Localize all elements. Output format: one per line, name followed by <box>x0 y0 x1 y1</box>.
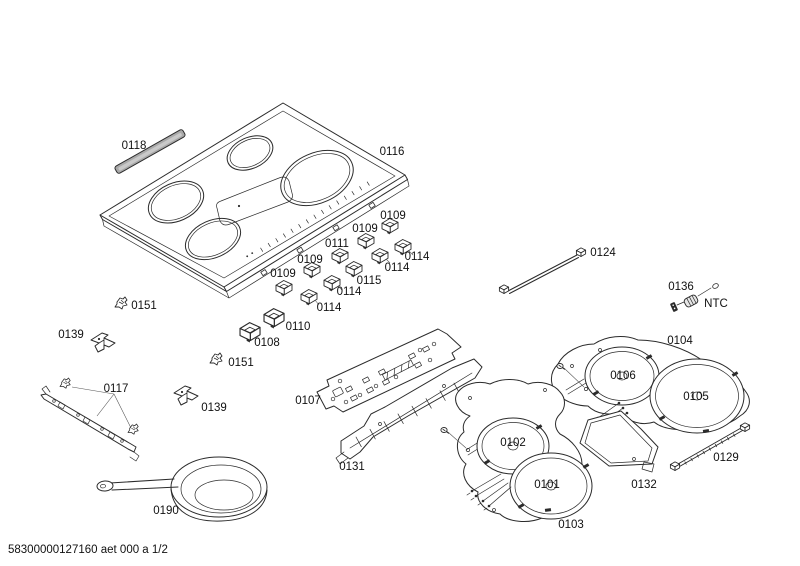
cable-0129-connector-right <box>739 422 751 432</box>
induction-coil-0101 <box>509 452 593 520</box>
frame-clips <box>260 201 376 277</box>
bracket-0139-a-icon <box>90 332 116 353</box>
part-cover-plate-0132 <box>579 410 659 473</box>
screw-icon-front <box>440 426 450 435</box>
part-label-0115: 0115 <box>357 275 382 287</box>
part-label-0131: 0131 <box>339 461 365 473</box>
part-label-0139-a: 0139 <box>58 329 84 341</box>
part-ntc-sensor-0136 <box>670 283 719 312</box>
part-label-0109-c: 0109 <box>297 254 323 266</box>
part-label-0101: 0101 <box>534 479 560 491</box>
part-label-0114-c: 0114 <box>337 286 362 298</box>
part-label-0110: 0110 <box>286 321 311 333</box>
cable-0129-connector-left <box>669 461 681 471</box>
part-cable-0124 <box>498 247 587 294</box>
part-support-profile-0131 <box>335 358 483 465</box>
part-label-0116: 0116 <box>380 146 405 158</box>
part-label-0109-d: 0109 <box>270 268 296 280</box>
coil-wires-front <box>466 473 512 511</box>
part-coil-carrier-0104 <box>551 336 750 434</box>
part-label-0118: 0118 <box>122 140 147 152</box>
part-label-0129: 0129 <box>713 452 739 464</box>
part-label-0124: 0124 <box>590 247 616 259</box>
part-label-0190: 0190 <box>153 505 179 517</box>
key-0111-icon <box>331 248 349 265</box>
part-trim-strip-0118 <box>114 129 186 174</box>
cable-0124-connector-left <box>498 284 510 294</box>
cap-0110-icon <box>263 308 285 330</box>
part-label-0136: 0136 <box>668 281 694 293</box>
part-label-0103: 0103 <box>558 519 584 531</box>
clip-0151-a-icon <box>114 296 128 310</box>
part-label-0104: 0104 <box>667 335 693 347</box>
burner-ring-right <box>280 149 354 207</box>
part-label-0151-b: 0151 <box>228 357 254 369</box>
spring-0114-d-icon <box>300 289 318 306</box>
part-label-0114-a: 0114 <box>405 251 430 263</box>
part-label-0102: 0102 <box>500 437 526 449</box>
part-label-0111: 0111 <box>325 238 349 250</box>
part-label-0109-a: 0109 <box>380 210 406 222</box>
part-label-0139-b: 0139 <box>201 402 227 414</box>
keypad-parts <box>239 218 414 344</box>
part-control-board-0107 <box>316 328 462 413</box>
control-symbols <box>260 181 370 252</box>
burner-ring-rear-center <box>226 135 274 171</box>
part-label-0105: 0105 <box>683 391 709 403</box>
part-label-0132: 0132 <box>631 479 657 491</box>
rail-clip-left-icon <box>59 377 71 389</box>
control-window <box>216 176 293 226</box>
part-cable-0129 <box>669 422 751 471</box>
burner-ring-front <box>184 217 242 261</box>
part-glass-cooktop-0116 <box>99 102 410 299</box>
key-0109-b-icon <box>357 233 375 250</box>
induction-coil-0105 <box>649 358 745 434</box>
part-label-0117: 0117 <box>104 383 129 395</box>
part-label-0107: 0107 <box>295 395 321 407</box>
burner-ring-left <box>147 180 205 224</box>
induction-coil-0106 <box>584 346 660 406</box>
key-0109-d-icon <box>275 280 293 297</box>
part-label-0114-b: 0114 <box>385 262 410 274</box>
part-label-0109-b: 0109 <box>352 223 378 235</box>
clip-0151-b-icon <box>209 352 223 366</box>
cable-0124-connector-right <box>575 247 587 257</box>
part-frying-pan-0190 <box>96 456 268 522</box>
part-coil-carrier-0103 <box>440 379 593 522</box>
part-fixing-rail-0117 <box>40 377 140 462</box>
part-label-0151-a: 0151 <box>131 300 157 312</box>
bracket-0139-b-icon <box>173 385 199 406</box>
part-label-0108: 0108 <box>254 337 280 349</box>
part-label-0106: 0106 <box>610 370 636 382</box>
part-label-0114-d: 0114 <box>317 302 342 314</box>
document-code: 58300000127160 aet 000 a 1/2 <box>8 544 168 556</box>
part-label-ntc: NTC <box>704 298 728 310</box>
